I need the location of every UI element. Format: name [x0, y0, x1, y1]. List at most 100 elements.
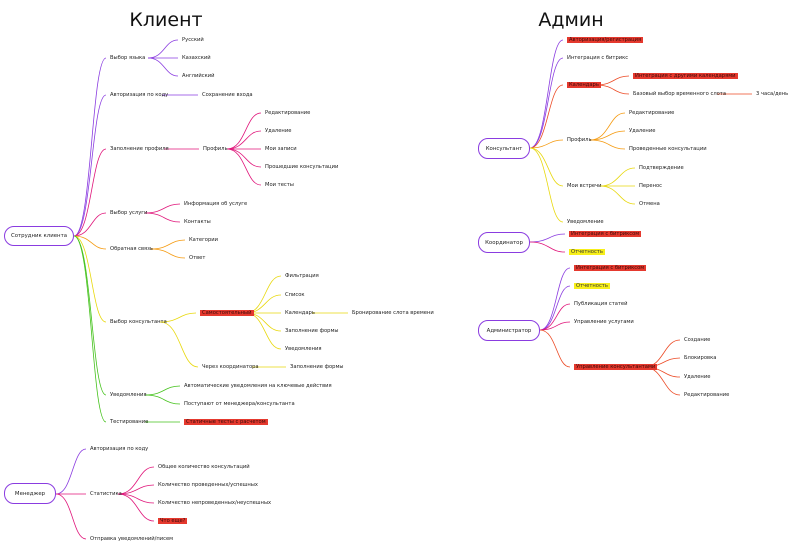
- static-tests-node[interactable]: Статичные тесты с расчетом: [184, 419, 268, 425]
- manage-block[interactable]: Блокировка: [684, 355, 717, 361]
- consultant-profile-delete[interactable]: Удаление: [629, 128, 656, 134]
- language-node[interactable]: Выбор языка: [110, 55, 146, 61]
- manager-notifications[interactable]: Поступают от менеджера/консультанта: [184, 401, 295, 407]
- edge-consultant-meetings: [529, 147, 564, 187]
- edge-consultant-calendar: [529, 84, 564, 149]
- stats-unsuccessful[interactable]: Количество непроведенных/неуспешных: [158, 500, 272, 506]
- consultant-choice-node[interactable]: Выбор консультанта: [110, 319, 167, 325]
- slot-three-hours[interactable]: 3 часа/день: [756, 91, 789, 97]
- feedback-answer[interactable]: Ответ: [189, 255, 206, 261]
- self-choice-node[interactable]: Самостоятельный: [200, 310, 254, 316]
- notifications-node[interactable]: Уведомления: [110, 392, 147, 398]
- service-info[interactable]: Информация об услуге: [184, 201, 248, 207]
- self-form-fill[interactable]: Заполнение формы: [285, 328, 339, 334]
- meeting-reschedule[interactable]: Перенос: [639, 183, 662, 189]
- connector-line: [159, 312, 197, 323]
- consultant-auth-node[interactable]: Авторизация/регистрация: [567, 37, 644, 43]
- connector-line: [226, 148, 262, 186]
- profile-my-records[interactable]: Мои записи: [265, 146, 297, 152]
- profile-edit[interactable]: Редактирование: [265, 110, 311, 116]
- admin-bitrix-node[interactable]: Интеграция с битриксом: [574, 265, 647, 271]
- stats-what-else[interactable]: Что еще?: [158, 518, 188, 524]
- save-login-node[interactable]: Сохранение входа: [202, 92, 253, 98]
- meeting-confirm[interactable]: Подтверждение: [639, 165, 684, 171]
- consultant-notifications-node[interactable]: Уведомление: [567, 219, 604, 225]
- slot-booking-node[interactable]: Бронирование слота времени: [352, 310, 434, 316]
- connector-line: [150, 248, 186, 259]
- edge-auth: [73, 94, 107, 237]
- profile-past-consultations[interactable]: Прошедшие консультации: [265, 164, 339, 170]
- administrator-root-node[interactable]: Администратор: [478, 320, 540, 341]
- language-kazakh[interactable]: Казахский: [182, 55, 211, 61]
- meeting-cancel[interactable]: Отмена: [639, 201, 660, 207]
- connector-line: [144, 203, 181, 214]
- manager-auth-node[interactable]: Авторизация по коду: [90, 446, 149, 452]
- testing-node[interactable]: Тестирование: [110, 419, 149, 425]
- via-coordinator-form[interactable]: Заполнение формы: [290, 364, 344, 370]
- connector-line: [595, 84, 630, 95]
- calendar-base-slot-node[interactable]: Базовый выбор временного слота: [633, 91, 727, 97]
- edge-admin-articles: [539, 303, 571, 331]
- manage-edit[interactable]: Редактирование: [684, 392, 730, 398]
- self-notifications[interactable]: Уведомления: [285, 346, 322, 352]
- connector-line: [147, 39, 179, 59]
- admin-services-node[interactable]: Управление услугами: [574, 319, 634, 325]
- edge-admin-bitrix: [539, 267, 571, 331]
- manage-create[interactable]: Создание: [684, 337, 711, 343]
- admin-manage-consultants-node[interactable]: Управление консультантами: [574, 364, 658, 370]
- admin-articles-node[interactable]: Публикация статей: [574, 301, 628, 307]
- profile-fill-node[interactable]: Заполнение профиля: [110, 146, 169, 152]
- manager-send-node[interactable]: Отправка уведомлений/писем: [90, 536, 174, 542]
- stats-total[interactable]: Общее количество консультаций: [158, 464, 250, 470]
- profile-delete[interactable]: Удаление: [265, 128, 292, 134]
- admin-reporting-node[interactable]: Отчетность: [574, 283, 610, 289]
- service-contacts[interactable]: Контакты: [184, 219, 211, 225]
- self-list[interactable]: Список: [285, 292, 305, 298]
- connector-line: [117, 493, 155, 522]
- profile-node[interactable]: Профиль: [203, 146, 228, 152]
- client-title: Клиент: [129, 9, 203, 31]
- connector-line: [226, 130, 262, 150]
- language-russian[interactable]: Русский: [182, 37, 204, 43]
- calendar-integration-node[interactable]: Интеграция с другими календарями: [633, 73, 738, 79]
- edge-consultant-auth: [529, 39, 564, 149]
- consultant-bitrix-node[interactable]: Интеграция с битрикс: [567, 55, 629, 61]
- language-english[interactable]: Английский: [182, 73, 215, 79]
- coordinator-bitrix-node[interactable]: Интеграция с битриксом: [569, 231, 642, 237]
- coordinator-root-node[interactable]: Координатор: [478, 232, 530, 253]
- profile-my-tests[interactable]: Мои тесты: [265, 182, 294, 188]
- feedback-node[interactable]: Обратная связь: [110, 246, 153, 252]
- edge-profile: [73, 148, 107, 237]
- consultant-root-node[interactable]: Консультант: [478, 138, 530, 159]
- connector-line: [245, 312, 282, 350]
- connector-line: [117, 466, 155, 495]
- coordinator-reporting-node[interactable]: Отчетность: [569, 249, 605, 255]
- manage-delete[interactable]: Удаление: [684, 374, 711, 380]
- edge-manager-auth: [55, 448, 87, 495]
- feedback-categories[interactable]: Категории: [189, 237, 219, 243]
- client-root-node[interactable]: Сотрудник клиента: [4, 226, 74, 246]
- manager-root-node[interactable]: Менеджер: [4, 483, 56, 504]
- stats-successful[interactable]: Количество проведенных/успешных: [158, 482, 258, 488]
- consultant-profile-node[interactable]: Профиль: [567, 137, 592, 143]
- edge-language: [73, 57, 107, 237]
- connector-line: [589, 139, 626, 150]
- consultant-calendar-node[interactable]: Календарь: [567, 82, 601, 88]
- via-coordinator-node[interactable]: Через координатора: [202, 364, 259, 370]
- consultant-profile-edit[interactable]: Редактирование: [629, 110, 675, 116]
- edge-admin-reporting: [539, 285, 571, 331]
- connector-line: [150, 239, 186, 250]
- connector-line: [159, 321, 199, 368]
- auto-notifications[interactable]: Автоматические уведомления на ключевые д…: [184, 383, 332, 389]
- admin-title: Админ: [538, 9, 604, 31]
- manager-stats-node[interactable]: Статистика: [90, 491, 122, 497]
- consultant-profile-held[interactable]: Проведенные консультации: [629, 146, 707, 152]
- service-choice-node[interactable]: Выбор услуги: [110, 210, 148, 216]
- self-calendar[interactable]: Календарь: [285, 310, 315, 316]
- connector-line: [147, 57, 179, 77]
- auth-by-code-node[interactable]: Авторизация по коду: [110, 92, 169, 98]
- self-filtering[interactable]: Фильтрация: [285, 273, 319, 279]
- consultant-meetings-node[interactable]: Мои встречи: [567, 183, 602, 189]
